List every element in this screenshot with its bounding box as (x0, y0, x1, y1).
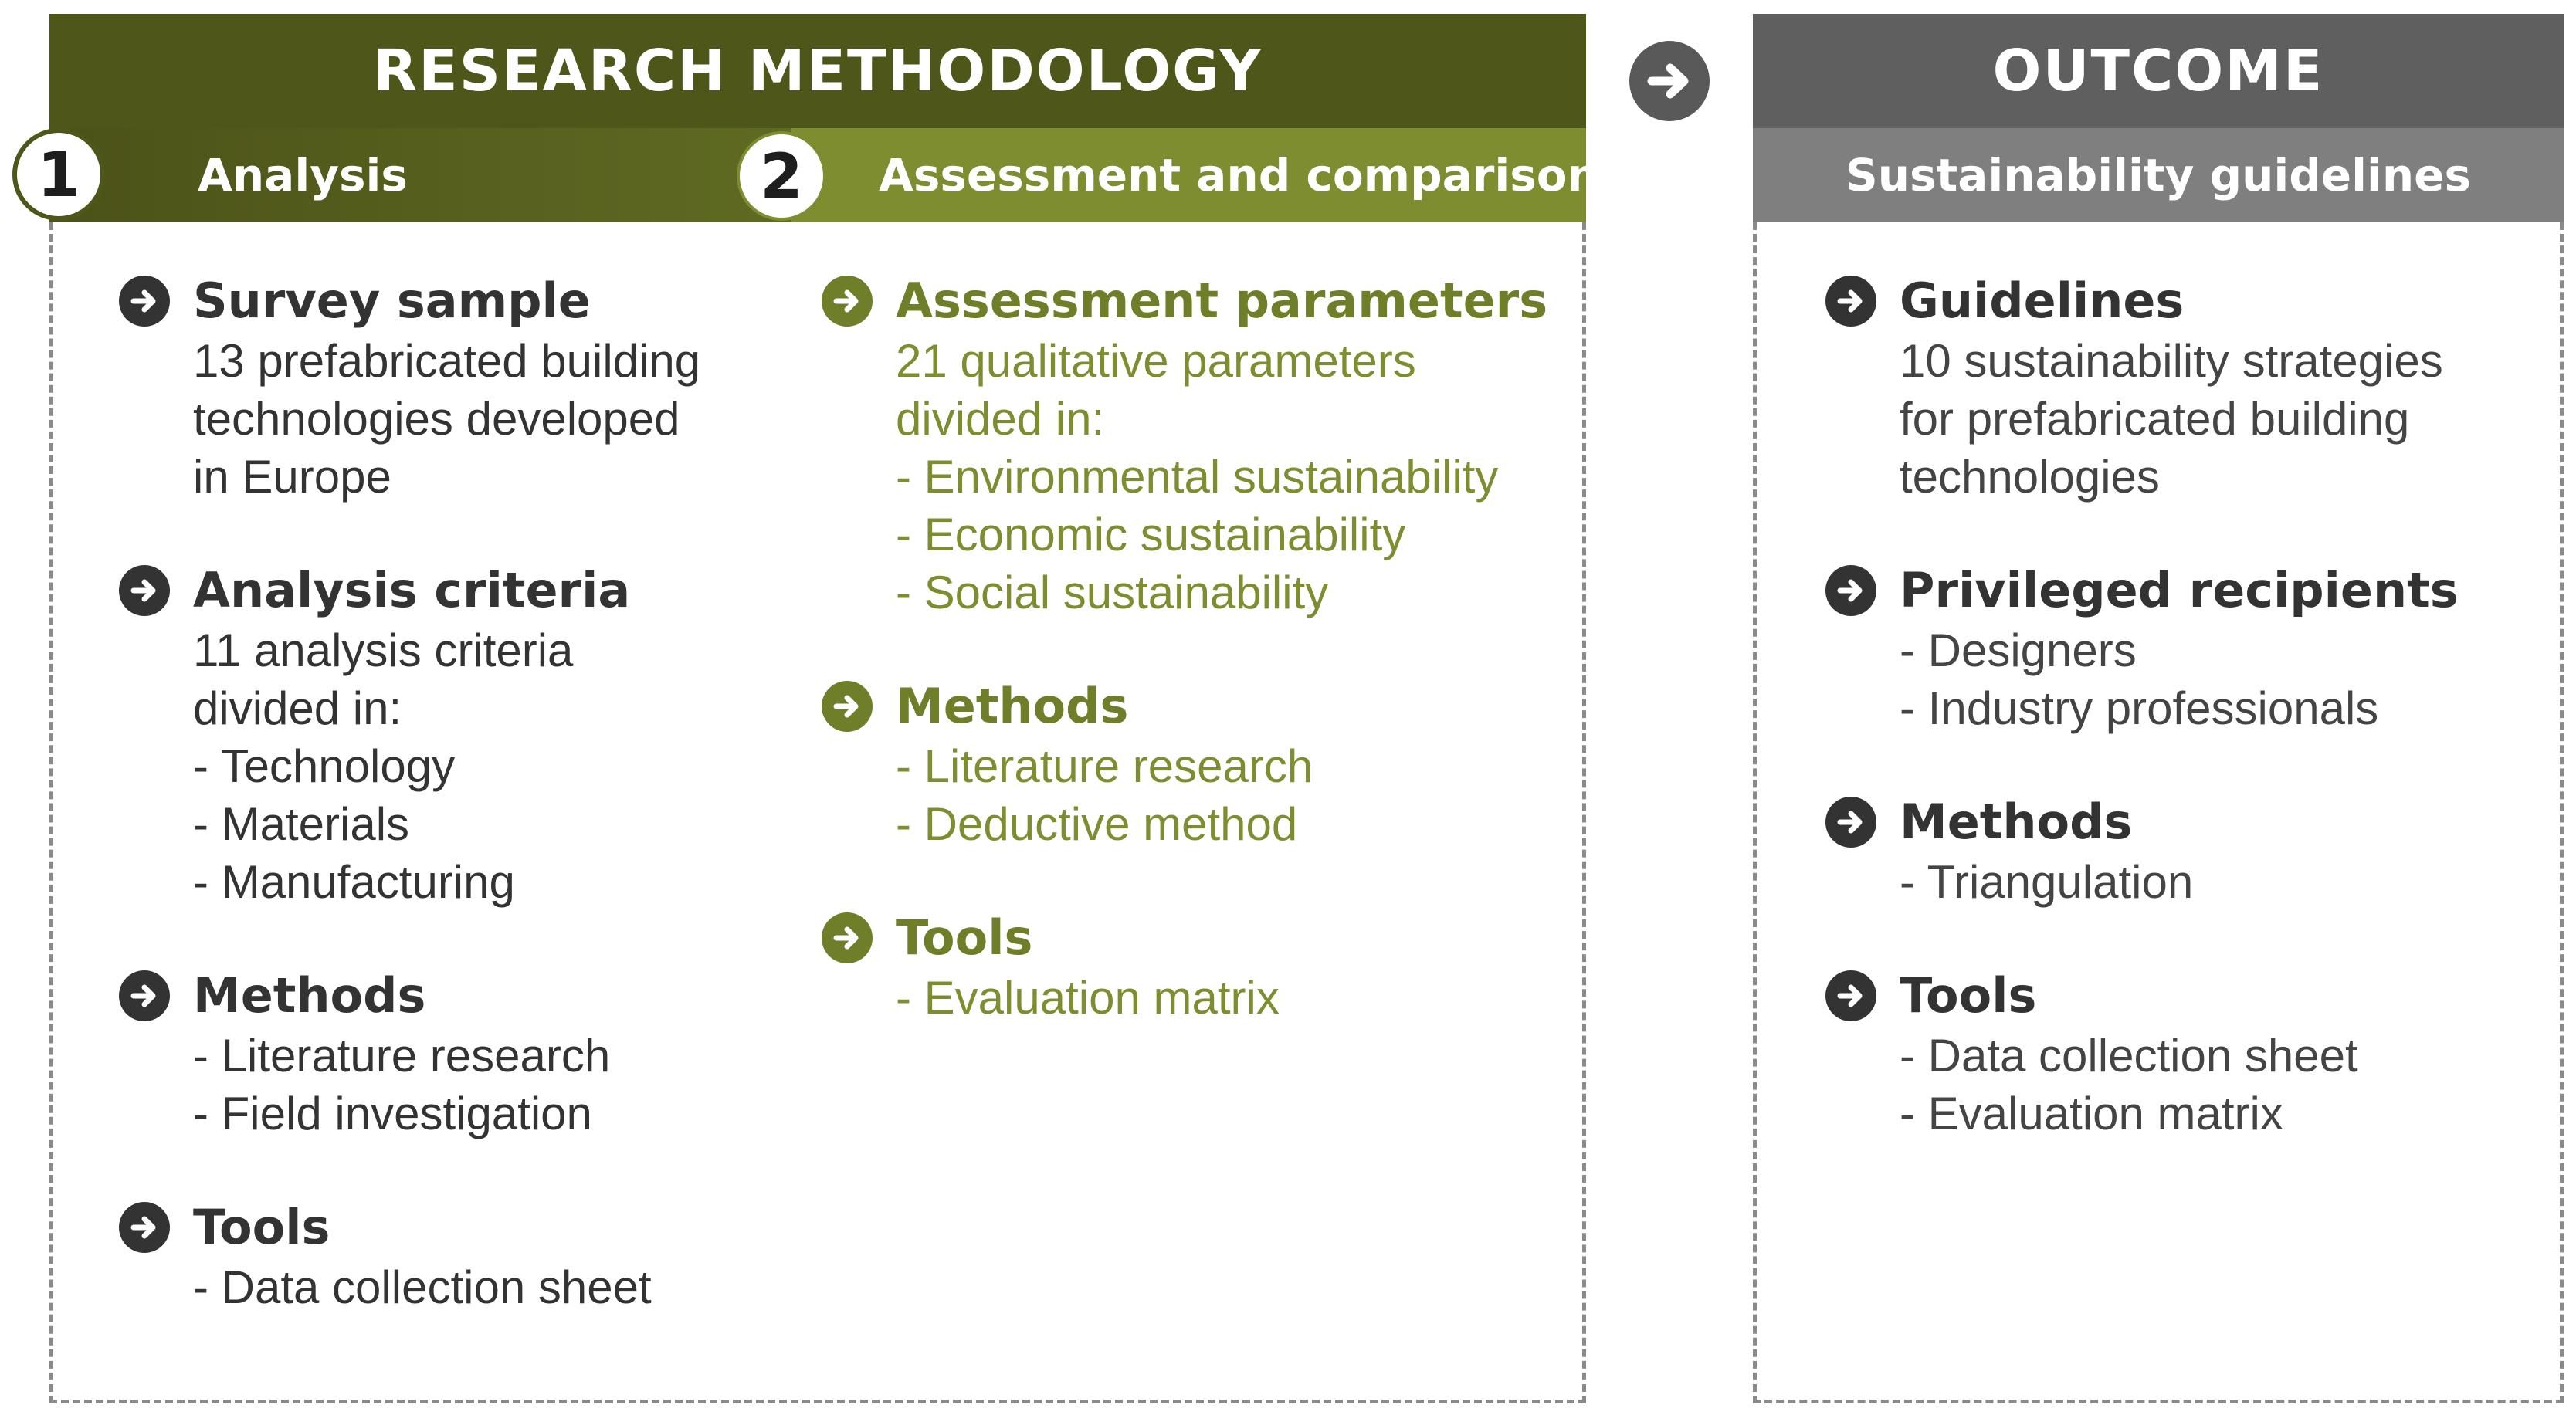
section-line: - Evaluation matrix (1900, 1088, 2283, 1139)
section-line: divided in: (896, 393, 1105, 445)
section-lines: - Literature research - Deductive method (896, 737, 1313, 853)
arrow-circle-right-icon (822, 681, 873, 732)
section-heading: Guidelines (1825, 270, 2443, 332)
section-title: Guidelines (1900, 273, 2185, 329)
section-heading: Analysis criteria (119, 560, 630, 621)
section-title: Analysis criteria (193, 562, 631, 618)
section-lines: - Data collection sheet (193, 1258, 652, 1316)
section-line: - Literature research (193, 1030, 611, 1082)
section-lines: 11 analysis criteria divided in: - Technol… (193, 621, 630, 911)
arrow-circle-right-icon (1825, 276, 1876, 327)
methodology-title: RESEARCH METHODOLOGY (373, 38, 1263, 104)
outcome-title: OUTCOME (1992, 38, 2324, 104)
assessment-section-methods: Methods - Literature research - Deductive … (822, 675, 1313, 853)
section-title: Assessment parameters (896, 273, 1548, 329)
section-heading: Methods (119, 965, 610, 1027)
section-line: - Manufacturing (193, 856, 515, 908)
section-line: technologies (1900, 451, 2160, 503)
section-lines: - Triangulation (1900, 853, 2193, 911)
section-line: - Evaluation matrix (896, 972, 1280, 1024)
section-lines: - Evaluation matrix (896, 969, 1280, 1027)
arrow-circle-right-icon (1825, 797, 1876, 848)
section-lines: - Data collection sheet - Evaluation matr… (1900, 1027, 2358, 1142)
arrow-circle-right-icon (822, 276, 873, 327)
outcome-section-tools: Tools - Data collection sheet - Evaluation… (1825, 965, 2358, 1142)
section-lines: 10 sustainability strategies for prefabri… (1900, 332, 2443, 506)
section-line: 13 prefabricated building (193, 335, 701, 387)
section-heading: Methods (1825, 791, 2193, 853)
section-line: - Materials (193, 798, 410, 850)
assessment-section-tools: Tools - Evaluation matrix (822, 907, 1280, 1027)
section-heading: Methods (822, 675, 1313, 737)
arrow-circle-right-icon (1825, 565, 1876, 616)
section-title: Methods (1900, 794, 2133, 850)
analysis-section-tools: Tools - Data collection sheet (119, 1197, 652, 1316)
section-lines: 21 qualitative parameters divided in: - En… (896, 332, 1547, 621)
section-line: for prefabricated building (1900, 393, 2410, 445)
section-lines: - Designers - Industry professionals (1900, 621, 2459, 737)
section-line: technologies developed (193, 393, 680, 445)
arrow-circle-right-icon (119, 970, 170, 1021)
outcome-section-privileged-recipients: Privileged recipients - Designers - Indust… (1825, 560, 2459, 737)
section-heading: Tools (1825, 965, 2358, 1027)
outcome-subtitle: Sustainability guidelines (1845, 149, 2472, 201)
outcome-section-guidelines: Guidelines 10 sustainability strategies fo… (1825, 270, 2443, 506)
arrow-circle-right-icon (119, 565, 170, 616)
section-line: - Deductive method (896, 798, 1298, 850)
section-line: 11 analysis criteria (193, 625, 574, 676)
assessment-step-label: Assessment and comparison (879, 149, 1599, 201)
outcome-section-methods: Methods - Triangulation (1825, 791, 2193, 911)
section-heading: Tools (822, 907, 1280, 969)
section-line: - Designers (1900, 625, 2137, 676)
analysis-section-survey-sample: Survey sample 13 prefabricated building te… (119, 270, 700, 506)
section-line: - Data collection sheet (193, 1261, 652, 1313)
arrow-right-icon (1629, 41, 1710, 121)
section-lines: 13 prefabricated building technologies de… (193, 332, 700, 506)
section-heading: Tools (119, 1197, 652, 1258)
outcome-frame (1753, 222, 2564, 1403)
section-line: - Environmental sustainability (896, 451, 1499, 503)
section-title: Privileged recipients (1900, 562, 2459, 618)
section-line: - Technology (193, 740, 456, 792)
step-1-badge: 1 (12, 128, 105, 221)
methodology-header: RESEARCH METHODOLOGY (49, 14, 1586, 128)
section-title: Methods (193, 967, 426, 1024)
section-title: Tools (193, 1199, 330, 1255)
step-2-badge: 2 (737, 131, 826, 221)
section-line: - Literature research (896, 740, 1313, 792)
section-lines: - Literature research - Field investigati… (193, 1027, 610, 1142)
section-title: Methods (896, 678, 1129, 734)
analysis-section-analysis-criteria: Analysis criteria 11 analysis criteria div… (119, 560, 630, 911)
section-line: - Field investigation (193, 1088, 592, 1139)
section-heading: Assessment parameters (822, 270, 1547, 332)
analysis-step-label: Analysis (198, 149, 408, 201)
section-line: - Social sustainability (896, 567, 1329, 618)
section-line: - Data collection sheet (1900, 1030, 2358, 1082)
section-line: - Triangulation (1900, 856, 2194, 908)
methodology-frame (49, 222, 1586, 1403)
section-heading: Privileged recipients (1825, 560, 2459, 621)
section-title: Tools (1900, 967, 2037, 1024)
section-line: - Industry professionals (1900, 682, 2379, 734)
arrow-circle-right-icon (822, 912, 873, 963)
section-line: in Europe (193, 451, 391, 503)
section-title: Survey sample (193, 273, 591, 329)
outcome-header: OUTCOME (1753, 14, 2564, 128)
arrow-circle-right-icon (119, 276, 170, 327)
analysis-step-bar: Analysis (49, 128, 791, 222)
outcome-subheader: Sustainability guidelines (1753, 128, 2564, 222)
assessment-step-bar: Assessment and comparison (791, 128, 1599, 222)
section-line: - Economic sustainability (896, 509, 1406, 560)
analysis-section-methods: Methods - Literature research - Field inve… (119, 965, 610, 1142)
section-heading: Survey sample (119, 270, 700, 332)
section-line: 10 sustainability strategies (1900, 335, 2443, 387)
arrow-circle-right-icon (119, 1202, 170, 1253)
section-line: divided in: (193, 682, 402, 734)
section-title: Tools (896, 909, 1033, 966)
arrow-circle-right-icon (1825, 970, 1876, 1021)
section-line: 21 qualitative parameters (896, 335, 1416, 387)
